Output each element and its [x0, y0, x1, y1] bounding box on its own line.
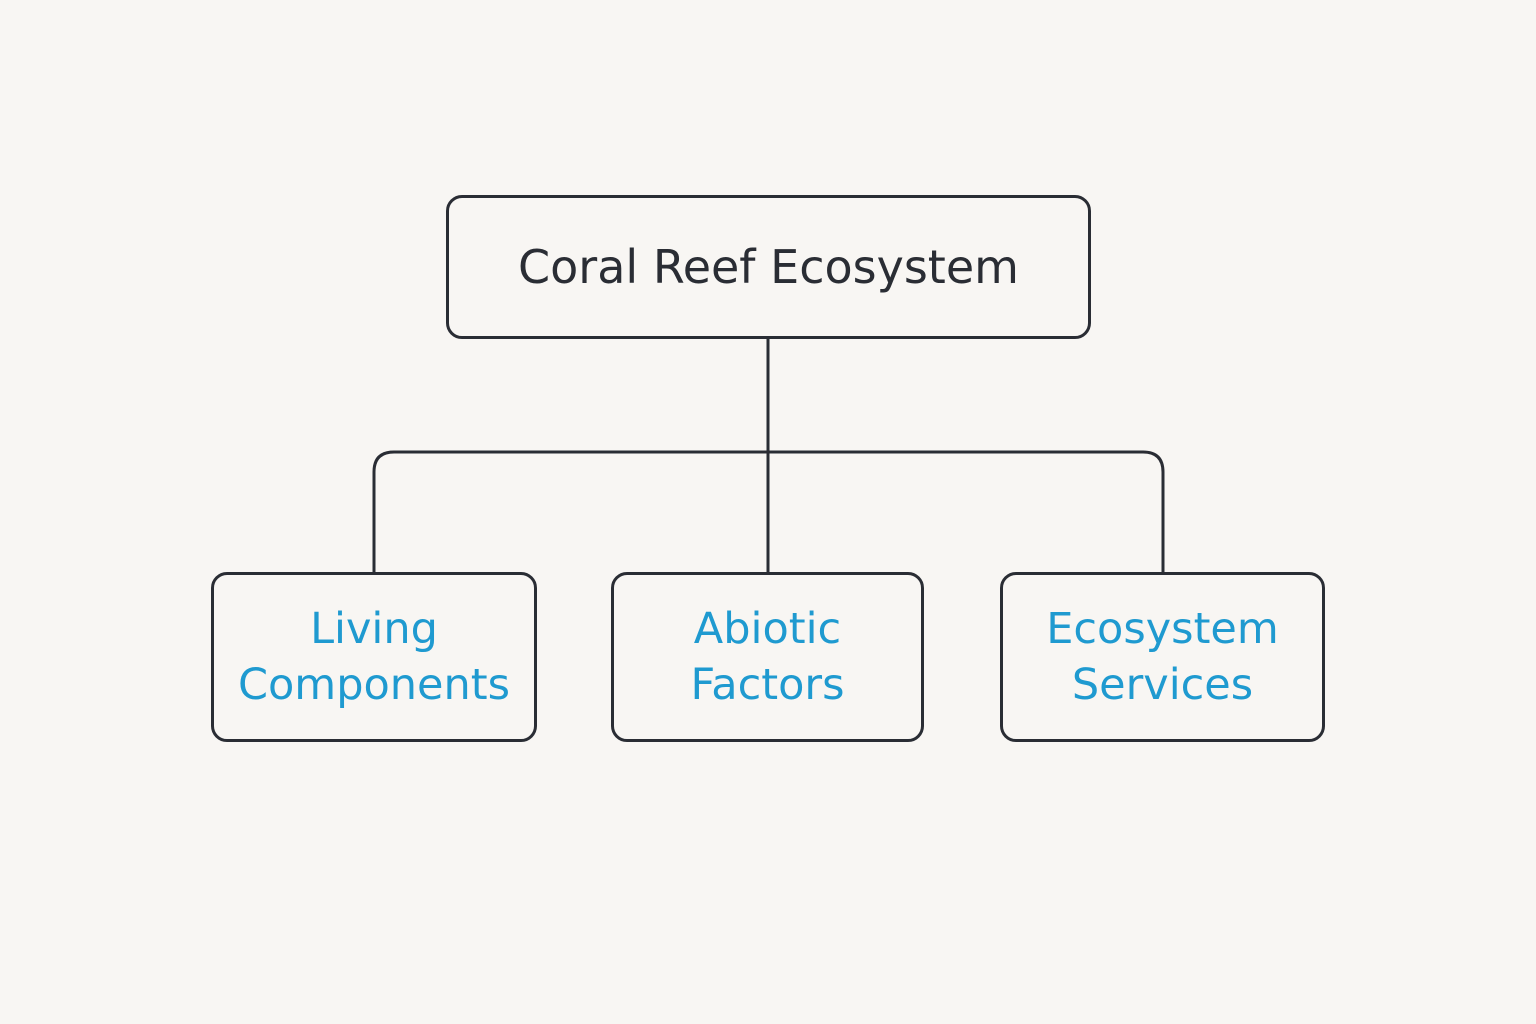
- root-label: Coral Reef Ecosystem: [518, 240, 1019, 294]
- child-label-line-1: Abiotic: [693, 604, 842, 654]
- child-label-line-1: Living: [310, 604, 438, 654]
- child-node-ecosystem-services: Ecosystem Services: [1000, 572, 1325, 742]
- child-label-line-2: Factors: [690, 660, 845, 710]
- child-label-living-components: Living Components: [238, 601, 510, 713]
- child-label-ecosystem-services: Ecosystem Services: [1046, 601, 1279, 713]
- branch-line: [372, 450, 1165, 572]
- child-label-line-2: Components: [237, 660, 511, 710]
- child-label-line-1: Ecosystem: [1046, 604, 1279, 654]
- root-node: Coral Reef Ecosystem: [446, 195, 1091, 339]
- child-label-line-2: Services: [1071, 660, 1254, 710]
- child-label-abiotic-factors: Abiotic Factors: [690, 601, 844, 713]
- child-node-abiotic-factors: Abiotic Factors: [611, 572, 924, 742]
- child-node-living-components: Living Components: [211, 572, 537, 742]
